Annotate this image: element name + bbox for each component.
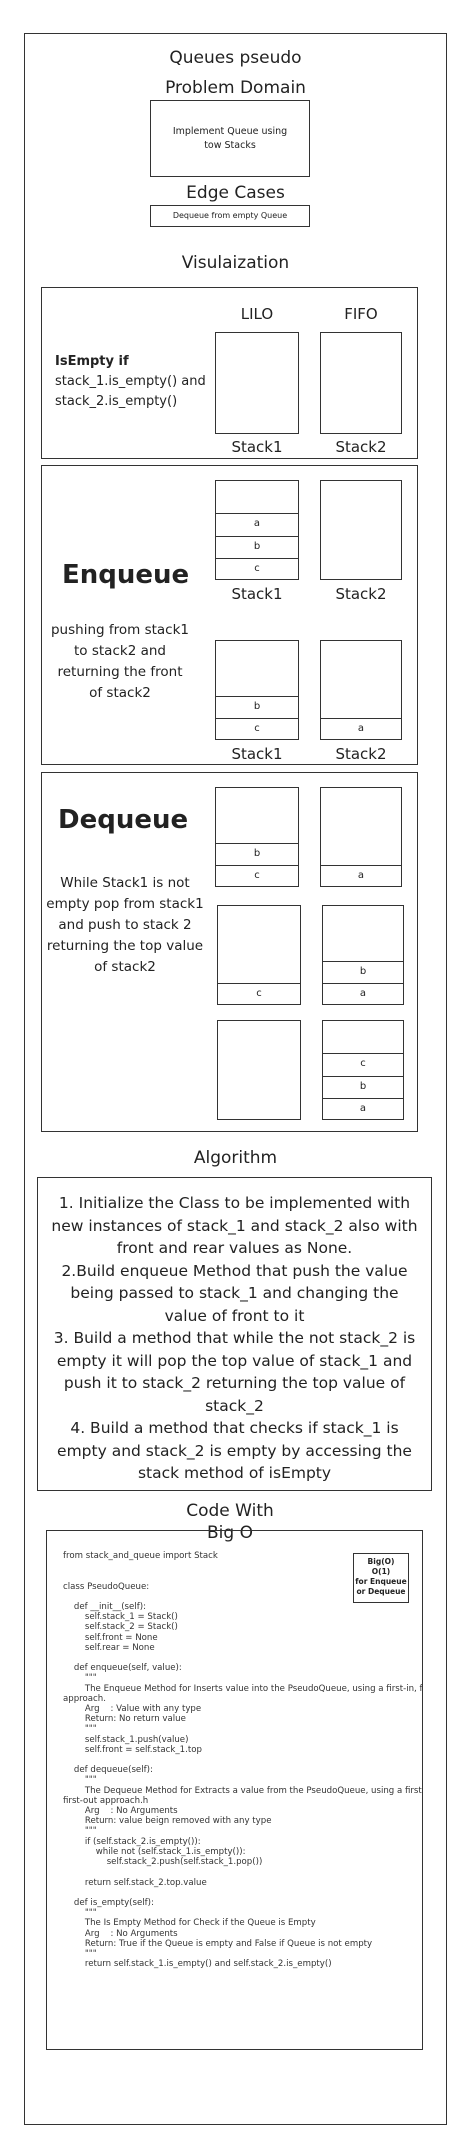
fifo-label: FIFO [344,305,378,323]
problem-domain-title: Problem Domain [165,78,306,98]
stack-cell: a [323,983,403,1005]
stack-cell: c [216,865,298,887]
algorithm-step: 3. Build a method that while the not sta… [53,1329,416,1415]
isempty-description: IsEmpty if stack_1.is_empty() and stack_… [55,352,215,412]
bigo-note: Big(O) O(1) for Enqueue or Dequeue [353,1553,409,1603]
stack-cell: c [323,1053,403,1075]
dequeue-row3-stack2: c b a [322,1020,404,1120]
isempty-stack2 [320,332,402,434]
stack-cell: b [216,843,298,865]
enqueue-title: Enqueue [62,560,190,590]
enqueue-panel [41,465,418,765]
problem-domain-text: Implement Queue using tow Stacks [172,126,288,151]
code-section-title: Code With Big O [186,1501,274,1543]
stack-cell: a [216,513,298,535]
enqueue-row2-stack2-label: Stack2 [335,745,387,763]
dequeue-panel [41,772,418,1132]
dequeue-row2-stack2: b a [322,905,404,1005]
edge-cases-title: Edge Cases [186,183,285,203]
dequeue-title: Dequeue [58,805,189,835]
dequeue-row1-stack1: b c [215,787,299,887]
algorithm-step: 1. Initialize the Class to be implemente… [51,1194,418,1257]
algorithm-title: Algorithm [193,1148,278,1168]
enqueue-row1-stack2-label: Stack2 [335,585,387,603]
enqueue-row1-stack2 [320,480,402,580]
dequeue-description: While Stack1 is not empty pop from stack… [46,875,204,975]
enqueue-row2-stack1-label: Stack1 [231,745,283,763]
algorithm-steps: 1. Initialize the Class to be implemente… [48,1192,421,1485]
isempty-label-bold: IsEmpty if [55,354,129,369]
visualization-title: Visulaization [181,253,290,273]
stack-cell: b [216,536,298,558]
dequeue-row3-stack1 [217,1020,301,1120]
edge-cases-text: Dequeue from empty Queue [172,211,288,220]
algorithm-step: 2.Build enqueue Method that push the val… [61,1261,408,1325]
stack-cell: c [216,718,298,740]
algorithm-box: 1. Initialize the Class to be implemente… [37,1177,432,1491]
isempty-panel [41,287,418,459]
stack-cell: c [216,558,298,580]
page-title: Queues pseudo [169,48,302,68]
edge-cases-box: Dequeue from empty Queue [150,205,310,227]
lilo-label: LILO [240,305,274,323]
isempty-stack1 [215,332,299,434]
algorithm-step: 4. Build a method that checks if stack_1… [57,1419,412,1482]
stack-cell: a [323,1098,403,1120]
enqueue-row2-stack2: a [320,640,402,740]
problem-domain-box: Implement Queue using tow Stacks [150,100,310,177]
stack-cell: a [321,718,401,740]
stack-cell: b [323,961,403,983]
isempty-label-text: stack_1.is_empty() and stack_2.is_empty(… [55,374,206,409]
stack-cell: a [321,865,401,887]
enqueue-description: pushing from stack1 to stack2 and return… [50,622,190,701]
dequeue-row1-stack2: a [320,787,402,887]
code-block: from stack_and_queue import Stack class … [63,1551,423,1970]
isempty-stack2-label: Stack2 [335,438,387,456]
dequeue-row2-stack1: c [217,905,301,1005]
stack-cell: b [323,1076,403,1098]
enqueue-row1-stack1-label: Stack1 [231,585,283,603]
enqueue-row1-stack1: a b c [215,480,299,580]
isempty-stack1-label: Stack1 [231,438,283,456]
stack-cell: c [218,983,300,1005]
enqueue-row2-stack1: b c [215,640,299,740]
code-box: Big(O) O(1) for Enqueue or Dequeue from … [46,1530,423,2050]
page-frame [24,33,447,2125]
stack-cell: b [216,696,298,718]
